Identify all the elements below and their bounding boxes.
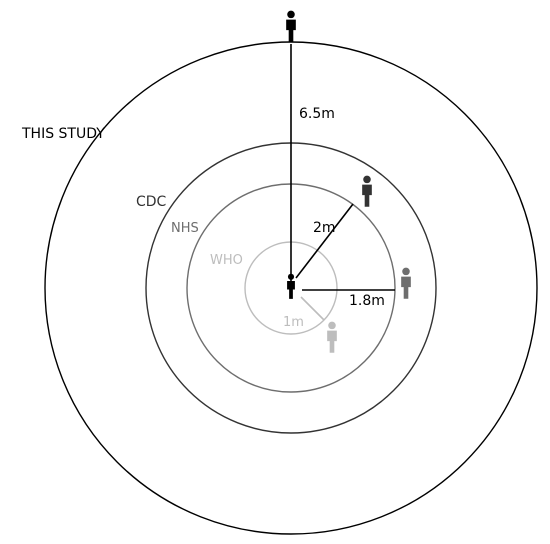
distance-who: 1m (283, 315, 304, 330)
person-icon (287, 273, 295, 299)
person-icon (401, 267, 411, 299)
label-this-study: THIS STUDY (21, 126, 105, 142)
label-who: WHO (210, 253, 243, 268)
label-cdc: CDC (136, 194, 167, 210)
distance-nhs: 1.8m (349, 293, 385, 309)
distance-cdc: 2m (313, 220, 336, 236)
label-nhs: NHS (171, 221, 199, 236)
ring-this-study (44, 41, 538, 535)
distance-this-study: 6.5m (299, 106, 335, 122)
radius-line-who (300, 296, 325, 321)
radius-line-cdc (295, 203, 354, 279)
person-icon (362, 175, 372, 207)
person-icon (327, 321, 337, 353)
person-icon (286, 10, 296, 42)
